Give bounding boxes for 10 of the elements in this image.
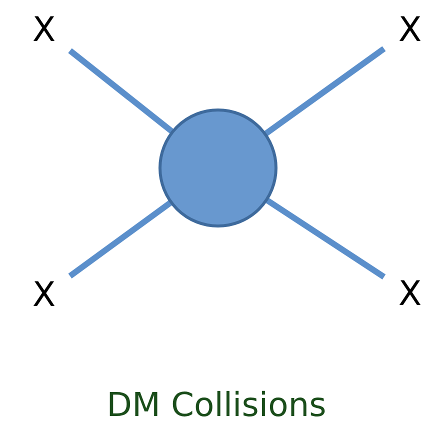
line (263, 46, 386, 137)
line (68, 200, 173, 278)
caption: DM Collisions (106, 385, 328, 424)
particle-label: X (398, 13, 422, 47)
particle-label: X (32, 13, 56, 47)
line (264, 197, 386, 280)
line (68, 48, 174, 134)
particle-label: X (32, 278, 56, 312)
particle-circle (158, 108, 278, 228)
particle-label: X (398, 277, 422, 311)
